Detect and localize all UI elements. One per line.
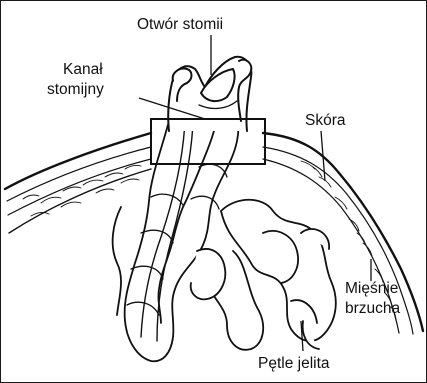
intestine-loop bbox=[113, 207, 121, 315]
label-abdominal-muscles-line2: brzucha bbox=[345, 300, 401, 317]
label-stoma-opening: Otwór stomii bbox=[137, 16, 223, 33]
label-abdominal-muscles-line1: Mięśnie bbox=[345, 280, 398, 297]
label-stoma-canal-line1: Kanał bbox=[63, 61, 103, 78]
label-stoma-canal-line2: stomijny bbox=[47, 81, 104, 98]
label-skin: Skóra bbox=[305, 112, 346, 129]
label-intestinal-loops: Pętle jelita bbox=[258, 355, 330, 372]
label-stoma-canal: Kanał stomijny bbox=[47, 61, 107, 98]
abdominal-wall-tissue bbox=[6, 136, 151, 231]
